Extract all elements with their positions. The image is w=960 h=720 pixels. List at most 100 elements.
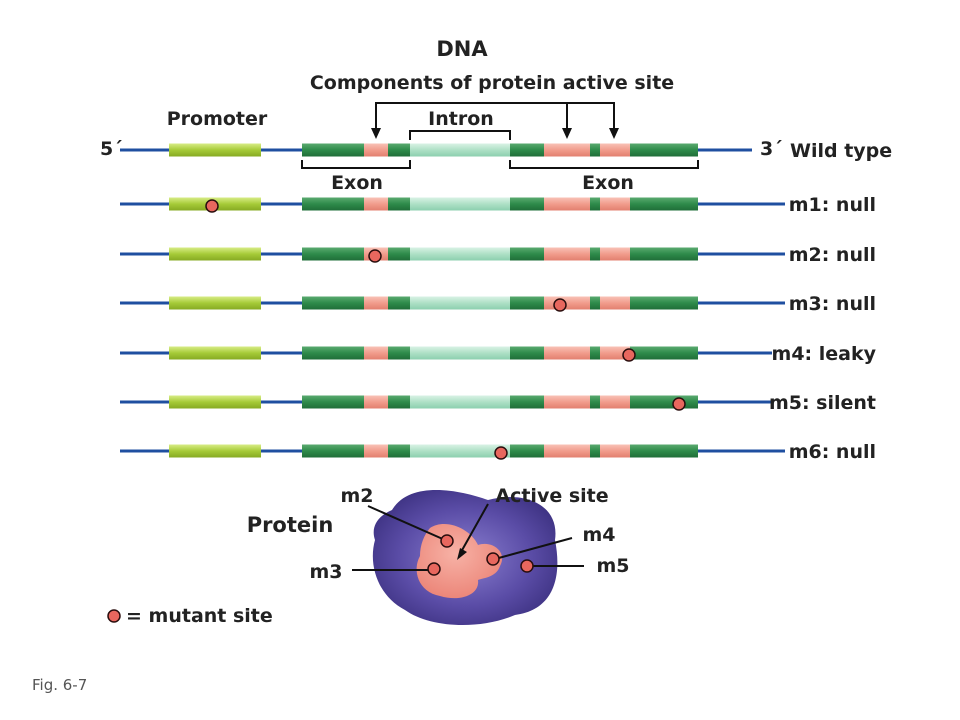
- active-site-component: [544, 444, 590, 458]
- intron-segment: [410, 143, 510, 157]
- promoter-segment: [169, 444, 261, 458]
- allele-label: m6: null: [789, 441, 876, 463]
- exon-segment: [388, 143, 410, 157]
- protein-active-pocket: [416, 524, 503, 599]
- intron-segment: [410, 346, 510, 360]
- gene-row-1: m1: null: [120, 194, 876, 216]
- mutant-site-marker: [368, 249, 382, 263]
- active-site-component: [544, 247, 590, 261]
- protein-label-m4: m4: [582, 524, 615, 546]
- exon-segment: [590, 444, 600, 458]
- exon-segment: [302, 296, 364, 310]
- protein-shape: [372, 490, 558, 626]
- protein-label-m3: m3: [309, 561, 342, 583]
- active-site-arrowheads: [371, 128, 619, 139]
- active-site-arrowhead: [457, 548, 467, 560]
- promoter-segment: [169, 143, 261, 157]
- exon-segment: [388, 247, 410, 261]
- allele-label: m3: null: [789, 293, 876, 315]
- exon-segment: [510, 395, 544, 409]
- exon-segment: [590, 346, 600, 360]
- protein-site-m4: [486, 552, 500, 566]
- exon-label-right: Exon: [582, 172, 634, 194]
- active-site-component: [364, 346, 388, 360]
- active-site-component: [600, 247, 630, 261]
- exon-label-left: Exon: [331, 172, 383, 194]
- active-site-component: [544, 346, 590, 360]
- intron-bracket: [409, 130, 511, 140]
- active-site-component: [600, 143, 630, 157]
- active-site-component: [600, 296, 630, 310]
- exon-segment: [510, 247, 544, 261]
- exon-segment: [388, 395, 410, 409]
- active-site-component: [364, 444, 388, 458]
- exon-segment: [510, 444, 544, 458]
- exon-segment: [630, 395, 698, 409]
- exon-segment: [388, 197, 410, 211]
- exon-segment: [388, 296, 410, 310]
- exon-segment: [302, 247, 364, 261]
- exon-segment: [590, 197, 600, 211]
- intron-segment: [410, 296, 510, 310]
- exon-segment: [388, 444, 410, 458]
- exon-segment: [590, 247, 600, 261]
- mutant-site-marker: [672, 397, 686, 411]
- exon-segment: [590, 395, 600, 409]
- exon-segment: [630, 444, 698, 458]
- allele-label: m5: silent: [769, 392, 876, 414]
- exon-segment: [590, 296, 600, 310]
- intron-segment: [410, 247, 510, 261]
- exon-segment: [630, 346, 698, 360]
- exon-segment: [590, 143, 600, 157]
- promoter-segment: [169, 395, 261, 409]
- mutant-site-marker: [205, 199, 219, 213]
- active-site-components-label: Components of protein active site: [310, 72, 674, 94]
- gene-row-6: m6: null: [120, 441, 876, 463]
- three-prime-label: 3´: [760, 138, 783, 160]
- exon-segment: [302, 346, 364, 360]
- exon-segment: [510, 346, 544, 360]
- exon-segment: [630, 197, 698, 211]
- active-site-component: [544, 143, 590, 157]
- exon-segment: [302, 444, 364, 458]
- gene-rows: Wild type m1: null m2: null m3: null m4: lea…: [120, 140, 892, 463]
- exon-segment: [388, 346, 410, 360]
- mutant-site-marker: [553, 298, 567, 312]
- five-prime-label: 5´: [100, 138, 123, 160]
- promoter-segment: [169, 296, 261, 310]
- legend-text: = mutant site: [126, 605, 273, 627]
- promoter-segment: [169, 247, 261, 261]
- intron-segment: [410, 395, 510, 409]
- active-site-component: [544, 197, 590, 211]
- protein-site-m5: [520, 559, 534, 573]
- active-site-component: [364, 395, 388, 409]
- dna-title: DNA: [436, 37, 488, 61]
- gene-row-3: m3: null: [120, 293, 876, 315]
- active-site-component: [544, 395, 590, 409]
- mutant-site-marker: [622, 348, 636, 362]
- protein-pointer-lines: [352, 503, 584, 571]
- active-site-components-bracket: [375, 102, 615, 129]
- active-site-component: [364, 143, 388, 157]
- protein-label-m5: m5: [596, 555, 629, 577]
- active-site-component: [600, 197, 630, 211]
- gene-row-0: Wild type: [120, 140, 892, 162]
- promoter-label: Promoter: [167, 108, 268, 130]
- active-site-component: [364, 197, 388, 211]
- exon-segment: [510, 296, 544, 310]
- intron-segment: [410, 444, 510, 458]
- exon-segment: [302, 197, 364, 211]
- active-site-component: [364, 296, 388, 310]
- exon-brackets: [301, 160, 699, 169]
- active-site-component: [544, 296, 590, 310]
- allele-label: Wild type: [790, 140, 892, 162]
- exon-segment: [510, 143, 544, 157]
- figure-caption: Fig. 6-7: [32, 676, 87, 694]
- active-site-component: [600, 444, 630, 458]
- allele-label: m4: leaky: [772, 343, 877, 365]
- promoter-segment: [169, 346, 261, 360]
- intron-segment: [410, 197, 510, 211]
- allele-label: m2: null: [789, 244, 876, 266]
- allele-label: m1: null: [789, 194, 876, 216]
